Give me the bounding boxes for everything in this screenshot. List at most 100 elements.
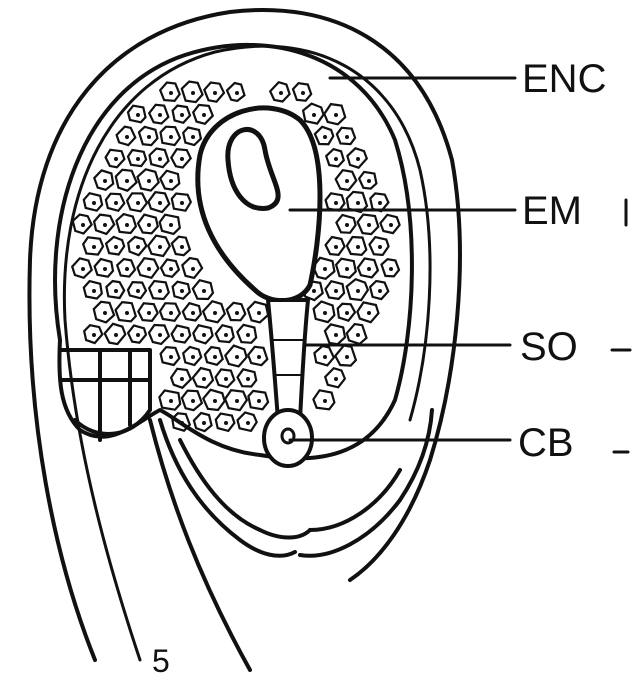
cell-nucleus xyxy=(312,113,316,117)
cell-nucleus xyxy=(136,333,140,337)
cell-nucleus xyxy=(114,157,118,161)
cell-nucleus xyxy=(191,91,195,95)
cell-nucleus xyxy=(257,399,261,403)
cell-nucleus xyxy=(136,113,140,117)
cell-nucleus xyxy=(323,135,327,139)
cell-nucleus xyxy=(191,135,195,139)
fold-right-1 xyxy=(300,410,432,556)
label-enc: ENC xyxy=(522,57,606,101)
cell-nucleus xyxy=(378,245,382,249)
suspensor xyxy=(268,300,308,420)
cell-nucleus xyxy=(389,223,393,227)
cell-nucleus xyxy=(356,157,360,161)
cell-nucleus xyxy=(224,377,228,381)
cell-nucleus xyxy=(169,267,173,271)
cell-nucleus xyxy=(345,179,349,183)
cell-nucleus xyxy=(169,91,173,95)
cell-nucleus xyxy=(224,333,228,337)
cell-nucleus xyxy=(136,289,140,293)
cell-nucleus xyxy=(334,113,338,117)
cell-nucleus xyxy=(125,223,129,227)
cell-nucleus xyxy=(312,289,316,293)
cell-nucleus xyxy=(158,157,162,161)
cell-nucleus xyxy=(246,333,250,337)
cell-nucleus xyxy=(279,91,283,95)
basal-cell xyxy=(264,410,312,466)
cell-nucleus xyxy=(147,311,151,315)
cell-nucleus xyxy=(334,377,338,381)
cell-nucleus xyxy=(378,289,382,293)
cell-nucleus xyxy=(356,289,360,293)
cell-nucleus xyxy=(81,267,85,271)
stalk-line xyxy=(150,420,250,670)
cell-nucleus xyxy=(136,157,140,161)
cell-nucleus xyxy=(235,399,239,403)
cell-nucleus xyxy=(202,289,206,293)
cell-nucleus xyxy=(158,333,162,337)
cell-nucleus xyxy=(323,311,327,315)
cell-nucleus xyxy=(367,267,371,271)
cell-nucleus xyxy=(169,311,173,315)
cell-nucleus xyxy=(367,223,371,227)
cell-nucleus xyxy=(103,223,107,227)
cell-nucleus xyxy=(103,267,107,271)
cell-nucleus xyxy=(114,201,118,205)
cell-nucleus xyxy=(345,355,349,359)
cell-nucleus xyxy=(180,157,184,161)
cell-nucleus xyxy=(92,289,96,293)
cell-nucleus xyxy=(334,201,338,205)
cell-nucleus xyxy=(191,311,195,315)
cell-nucleus xyxy=(147,135,151,139)
cell-nucleus xyxy=(191,267,195,271)
cell-nucleus xyxy=(180,333,184,337)
cell-nucleus xyxy=(158,201,162,205)
cell-nucleus xyxy=(180,201,184,205)
cell-nucleus xyxy=(125,179,129,183)
cell-nucleus xyxy=(114,245,118,249)
cell-nucleus xyxy=(235,91,239,95)
cell-nucleus xyxy=(356,333,360,337)
cell-nucleus xyxy=(213,311,217,315)
cell-nucleus xyxy=(103,179,107,183)
cell-nucleus xyxy=(169,179,173,183)
cell-nucleus xyxy=(334,289,338,293)
cell-nucleus xyxy=(180,113,184,117)
cell-nucleus xyxy=(323,267,327,271)
cell-nucleus xyxy=(345,135,349,139)
cell-nucleus xyxy=(125,267,129,271)
label-so: SO xyxy=(520,325,578,369)
cell-nucleus xyxy=(345,223,349,227)
cell-nucleus xyxy=(191,399,195,403)
cell-nucleus xyxy=(114,289,118,293)
cell-nucleus xyxy=(367,311,371,315)
cell-nucleus xyxy=(235,311,239,315)
cell-nucleus xyxy=(257,311,261,315)
cell-nucleus xyxy=(147,179,151,183)
label-em: EM xyxy=(522,189,582,233)
cell-nucleus xyxy=(334,157,338,161)
cell-nucleus xyxy=(169,355,173,359)
cell-nucleus xyxy=(301,91,305,95)
cell-nucleus xyxy=(356,245,360,249)
cell-nucleus xyxy=(158,113,162,117)
cell-nucleus xyxy=(103,311,107,315)
cell-nucleus xyxy=(202,377,206,381)
cell-nucleus xyxy=(125,135,129,139)
cell-nucleus xyxy=(180,245,184,249)
cell-nucleus xyxy=(356,201,360,205)
cell-nucleus xyxy=(202,333,206,337)
cell-nucleus xyxy=(169,135,173,139)
cell-nucleus xyxy=(169,399,173,403)
cell-nucleus xyxy=(136,245,140,249)
fold-right-2 xyxy=(310,470,400,530)
cell-nucleus xyxy=(180,289,184,293)
cell-nucleus xyxy=(213,355,217,359)
cell-nucleus xyxy=(92,333,96,337)
cell-nucleus xyxy=(345,311,349,315)
cell-nucleus xyxy=(257,355,261,359)
label-cb: CB xyxy=(518,421,574,465)
cell-nucleus xyxy=(158,289,162,293)
figure-number: 5 xyxy=(152,643,170,679)
cell-nucleus xyxy=(147,267,151,271)
cell-nucleus xyxy=(334,333,338,337)
